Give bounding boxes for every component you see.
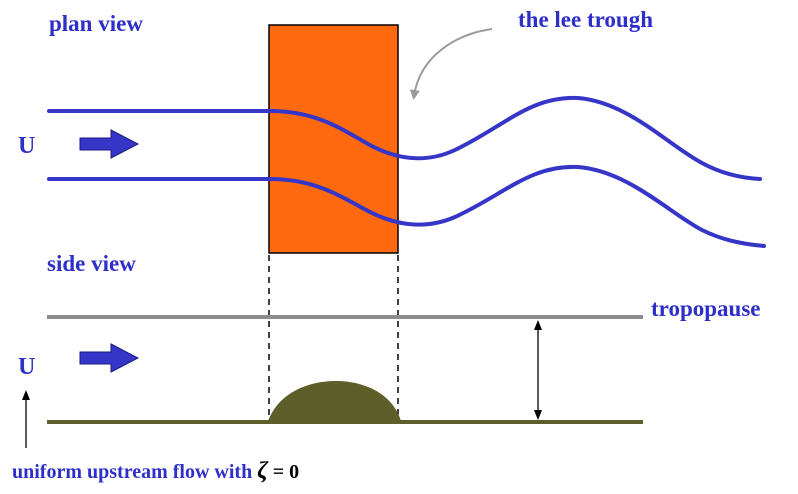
streamline-upper	[49, 98, 760, 179]
curved-arrow-icon	[414, 29, 492, 96]
caption-prefix: uniform upstream flow with	[12, 461, 257, 483]
caption-suffix: = 0	[273, 461, 299, 483]
right-arrow-icon	[80, 130, 138, 158]
zeta-symbol: ζ	[257, 458, 269, 484]
flow-symbol-side: U	[18, 354, 35, 380]
upstream-flow-caption: uniform upstream flow with ζ = 0	[12, 458, 299, 484]
side-view-label: side view	[47, 251, 136, 276]
right-arrow-icon	[80, 344, 138, 372]
tropopause-label: tropopause	[651, 296, 761, 321]
mountain-profile	[268, 381, 401, 421]
mountain-block	[269, 25, 398, 253]
lee-trough-label: the lee trough	[518, 7, 653, 32]
plan-view-label: plan view	[49, 11, 143, 36]
flow-symbol-plan: U	[18, 133, 35, 159]
streamline-lower	[49, 167, 764, 246]
